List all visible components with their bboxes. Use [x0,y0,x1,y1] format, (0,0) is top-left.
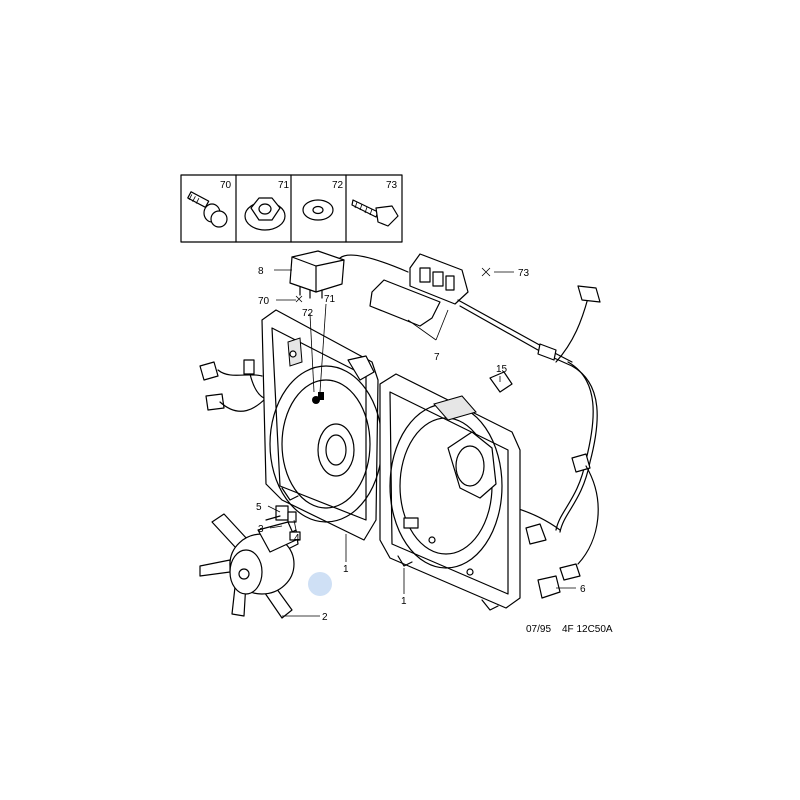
hardware-ref-72: 72 [332,180,344,191]
callout-1-rear: 1 [343,564,349,575]
callout-2: 2 [322,612,328,623]
fan-assembly [199,513,332,619]
callout-5: 5 [256,502,262,513]
hardware-ref-70: 70 [220,180,232,191]
callout-7: 7 [434,352,440,363]
flat-washer-icon [302,199,334,221]
hardware-cell-72: 72 [302,180,344,221]
left-harness [199,359,267,412]
hardware-ref-73: 73 [386,180,398,191]
bolt-with-washer-icon [187,191,228,228]
callout-6: 6 [580,584,586,595]
small-parts [265,371,581,599]
hardware-cell-71: 71 [244,180,290,231]
hardware-cell-70: 70 [187,180,232,228]
callout-70: 70 [258,296,270,307]
callout-73: 73 [518,268,530,279]
hardware-cell-73: 73 [351,180,399,227]
callout-3: 3 [258,524,264,535]
leader-lines [267,267,576,617]
callout-8: 8 [258,266,264,277]
hardware-ref-71: 71 [278,180,290,191]
callout-1-front: 1 [401,596,407,607]
fan-shroud-rear [261,309,383,541]
reference-code: 4F 12C50A [562,624,613,635]
resistor-module [369,253,573,367]
reference-date: 07/95 [526,624,551,635]
callout-71: 71 [324,294,336,305]
self-tapping-screw-icon [351,199,399,227]
hardware-panel: 70 71 72 [180,174,403,243]
relay [289,250,409,299]
callout-15: 15 [496,364,508,375]
callout-labels: 8 70 71 72 73 7 15 5 3 4 1 1 2 6 [256,266,586,623]
fan-shroud-front [379,373,521,611]
flange-nut-icon [244,197,286,231]
callout-4: 4 [294,533,300,544]
callout-72: 72 [302,308,314,319]
hotspot-marker [308,572,332,596]
diagram-reference: 07/95 4F 12C50A [526,624,613,635]
